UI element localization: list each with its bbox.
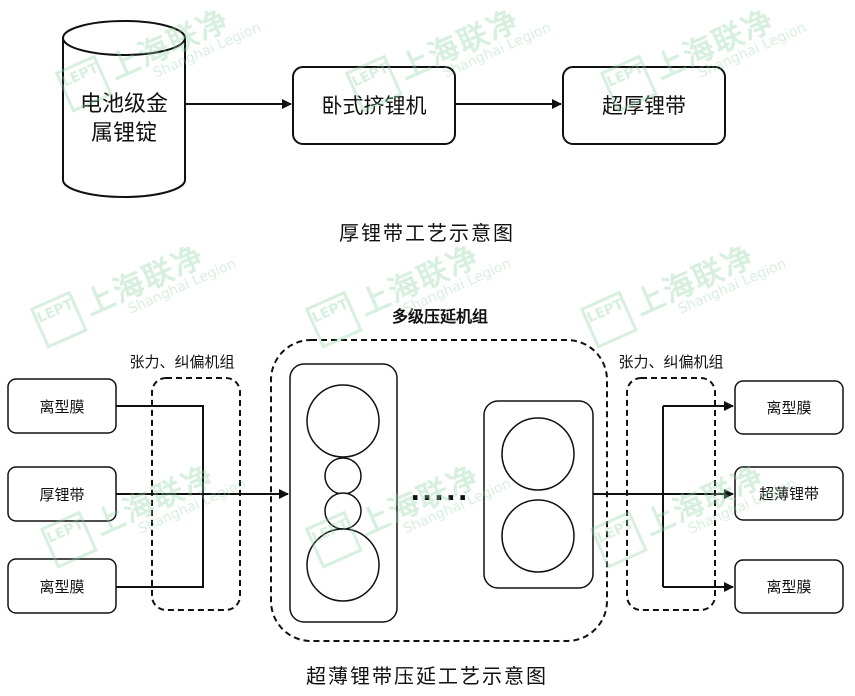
- output-bottom-label: 离型膜: [766, 578, 811, 596]
- work-roll-lower-large: [306, 528, 380, 602]
- work-roll-upper-large: [306, 384, 380, 458]
- input-merge-lines: [116, 405, 204, 588]
- tension-right-label: 张力、纠偏机组: [618, 353, 723, 371]
- thick-strip-label: 超厚锂带: [602, 94, 686, 118]
- tension-left-label: 张力、纠偏机组: [129, 353, 234, 371]
- ingot-label-line1: 电池级金: [80, 92, 168, 117]
- output-ultrathin-strip: [734, 466, 844, 521]
- extruder-box: [292, 66, 456, 145]
- output-top-label: 离型膜: [766, 399, 811, 417]
- output-mid-label: 超薄锂带: [759, 485, 819, 503]
- lithium-ingot-cylinder: [62, 20, 186, 198]
- top-caption: 厚锂带工艺示意图: [339, 221, 515, 245]
- work-roll-lower-small: [324, 492, 362, 530]
- output-split-lines: [593, 406, 664, 587]
- ingot-label-line2: 属锂锭: [91, 121, 157, 146]
- output-release-film-top: [734, 380, 844, 435]
- input-top-label: 离型膜: [39, 398, 84, 416]
- ellipsis-dots: .....: [410, 477, 469, 507]
- input-mid-label: 厚锂带: [39, 486, 84, 504]
- mill-group-title: 多级压延机组: [392, 307, 488, 326]
- roll-lower: [501, 499, 575, 573]
- output-release-film-bottom: [734, 559, 844, 614]
- roll-upper: [501, 417, 575, 491]
- input-bottom-label: 离型膜: [39, 578, 84, 596]
- work-roll-upper-small: [324, 457, 362, 495]
- bottom-caption: 超薄锂带压延工艺示意图: [306, 664, 548, 688]
- mill-group: [270, 339, 608, 642]
- extruder-label: 卧式挤锂机: [322, 94, 427, 118]
- thick-strip-box: [562, 66, 726, 145]
